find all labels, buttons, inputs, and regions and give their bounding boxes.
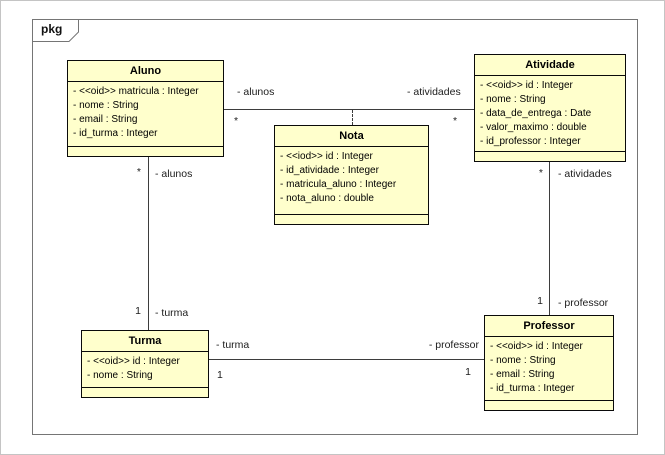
class-box-atividade: Atividade - <<oid>> id : Integer - nome … <box>474 54 626 162</box>
package-tab-label: pkg <box>41 22 63 36</box>
class-methods-empty <box>485 400 613 410</box>
class-attribute: - nome : String <box>480 94 546 105</box>
class-box-professor: Professor - <<oid>> id : Integer - nome … <box>484 315 614 411</box>
role-label-atividades: - atividades <box>407 86 461 98</box>
multiplicity-alunos-turma: * <box>136 166 141 178</box>
class-attributes: - <<oid>> id : Integer - nome : String <box>82 352 208 387</box>
class-attribute: - id_turma : Integer <box>490 383 575 394</box>
class-attribute: - data_de_entrega : Date <box>480 108 592 119</box>
class-title: Turma <box>82 331 208 352</box>
class-attribute: - matricula_aluno : Integer <box>280 179 397 190</box>
role-label-turma-left: - turma <box>155 307 189 319</box>
class-attribute: - nome : String <box>87 370 153 381</box>
class-title: Aluno <box>68 61 223 82</box>
association-line-aluno-turma <box>148 156 149 330</box>
class-attributes: - <<iod>> id : Integer - id_atividade : … <box>275 147 428 214</box>
role-label-professor-right: - professor <box>558 297 609 309</box>
class-title: Professor <box>485 316 613 337</box>
class-box-nota: Nota - <<iod>> id : Integer - id_ativida… <box>274 125 429 225</box>
multiplicity-professor-right: 1 <box>537 295 543 307</box>
diagram-frame <box>32 19 638 435</box>
role-label-turma-bottom: - turma <box>216 339 250 351</box>
class-attribute: - <<oid>> matricula : Integer <box>73 86 199 97</box>
class-attribute: - valor_maximo : double <box>480 122 587 133</box>
multiplicity-alunos: * <box>234 115 239 127</box>
class-title: Atividade <box>475 55 625 76</box>
class-methods-empty <box>275 214 428 224</box>
class-methods-empty <box>475 151 625 161</box>
class-attribute: - id_turma : Integer <box>73 128 158 139</box>
class-attribute: - nome : String <box>490 355 556 366</box>
class-attributes: - <<oid>> id : Integer - nome : String -… <box>485 337 613 400</box>
association-line-turma-professor <box>209 359 484 360</box>
class-attribute: - email : String <box>73 114 138 125</box>
class-title: Nota <box>275 126 428 147</box>
association-class-connector-nota <box>352 110 353 125</box>
class-attribute: - nota_aluno : double <box>280 193 374 204</box>
package-tab <box>32 19 79 42</box>
class-attribute: - nome : String <box>73 100 139 111</box>
multiplicity-atividades-professor: * <box>538 167 543 179</box>
class-attributes: - <<oid>> id : Integer - nome : String -… <box>475 76 625 151</box>
multiplicity-professor-bottom: 1 <box>465 366 471 378</box>
class-attribute: - id_atividade : Integer <box>280 165 379 176</box>
class-attribute: - id_professor : Integer <box>480 136 581 147</box>
class-box-turma: Turma - <<oid>> id : Integer - nome : St… <box>81 330 209 398</box>
role-label-atividades-right: - atividades <box>558 168 612 180</box>
class-methods-empty <box>82 387 208 397</box>
multiplicity-turma-bottom: 1 <box>217 369 223 381</box>
class-attribute: - <<oid>> id : Integer <box>480 80 573 91</box>
role-label-alunos-left: - alunos <box>155 168 193 180</box>
class-attribute: - email : String <box>490 369 555 380</box>
association-line-atividade-professor <box>549 162 550 315</box>
multiplicity-turma: 1 <box>135 305 141 317</box>
class-attribute: - <<oid>> id : Integer <box>490 341 583 352</box>
class-methods-empty <box>68 146 223 156</box>
class-box-aluno: Aluno - <<oid>> matricula : Integer - no… <box>67 60 224 157</box>
class-attribute: - <<oid>> id : Integer <box>87 356 180 367</box>
association-line-aluno-atividade <box>223 109 474 110</box>
multiplicity-atividades: * <box>453 115 458 127</box>
role-label-professor-bottom: - professor <box>428 339 479 351</box>
class-attributes: - <<oid>> matricula : Integer - nome : S… <box>68 82 223 146</box>
class-attribute: - <<iod>> id : Integer <box>280 151 373 162</box>
role-label-alunos: - alunos <box>237 86 275 98</box>
